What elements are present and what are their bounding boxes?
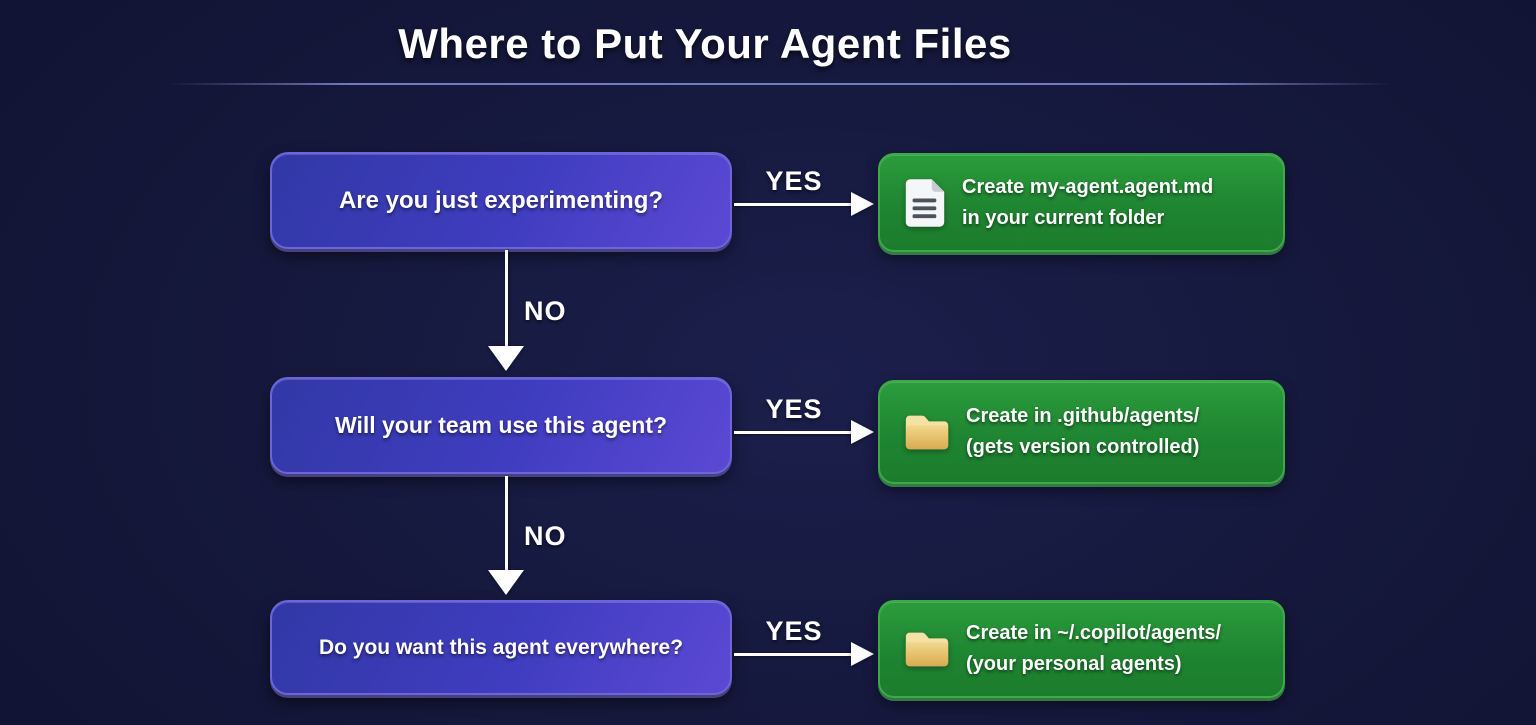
no-edge-label: NO bbox=[524, 296, 567, 326]
folder-icon bbox=[902, 410, 952, 454]
no-arrowhead-icon bbox=[488, 346, 524, 371]
page-title: Where to Put Your Agent Files bbox=[398, 20, 1012, 67]
result-node-copilot-agents: Create in ~/.copilot/agents/ (your perso… bbox=[878, 600, 1285, 698]
folder-icon bbox=[902, 627, 952, 671]
result-line2: (gets version controlled) bbox=[966, 436, 1200, 458]
yes-arrowhead-icon bbox=[851, 420, 874, 444]
result-line1: Create in .github/agents/ bbox=[966, 405, 1200, 427]
yes-edge-label: YES bbox=[765, 394, 823, 424]
no-arrowhead-icon bbox=[488, 570, 524, 595]
yes-arrow bbox=[734, 431, 853, 434]
result-node-current-folder: Create my-agent.agent.md in your current… bbox=[878, 153, 1285, 252]
yes-edge-label: YES bbox=[765, 166, 823, 196]
yes-arrow bbox=[734, 653, 853, 656]
no-edge-label: NO bbox=[524, 521, 567, 551]
yes-arrowhead-icon bbox=[851, 192, 874, 216]
result-line2: (your personal agents) bbox=[966, 653, 1182, 675]
no-arrow bbox=[505, 476, 508, 571]
no-arrow bbox=[505, 250, 508, 347]
title-divider bbox=[168, 83, 1392, 85]
yes-arrow bbox=[734, 203, 853, 206]
decision-label: Are you just experimenting? bbox=[338, 186, 664, 214]
result-label: Create in .github/agents/ (gets version … bbox=[966, 401, 1199, 463]
yes-arrowhead-icon bbox=[851, 642, 874, 666]
result-label: Create my-agent.agent.md in your current… bbox=[962, 172, 1213, 234]
decision-label: Will your team use this agent? bbox=[334, 412, 668, 438]
decision-node-everywhere: Do you want this agent everywhere? bbox=[270, 600, 732, 695]
yes-edge-label: YES bbox=[765, 616, 823, 646]
result-line1: Create my-agent.agent.md bbox=[962, 175, 1214, 198]
decision-node-experimenting: Are you just experimenting? bbox=[270, 152, 732, 249]
document-icon bbox=[902, 177, 948, 229]
result-line2: in your current folder bbox=[962, 206, 1165, 229]
decision-label: Do you want this agent everywhere? bbox=[318, 635, 684, 659]
result-node-github-agents: Create in .github/agents/ (gets version … bbox=[878, 380, 1285, 484]
decision-node-team-use: Will your team use this agent? bbox=[270, 377, 732, 474]
result-label: Create in ~/.copilot/agents/ (your perso… bbox=[966, 618, 1221, 680]
result-line1: Create in ~/.copilot/agents/ bbox=[966, 622, 1222, 644]
